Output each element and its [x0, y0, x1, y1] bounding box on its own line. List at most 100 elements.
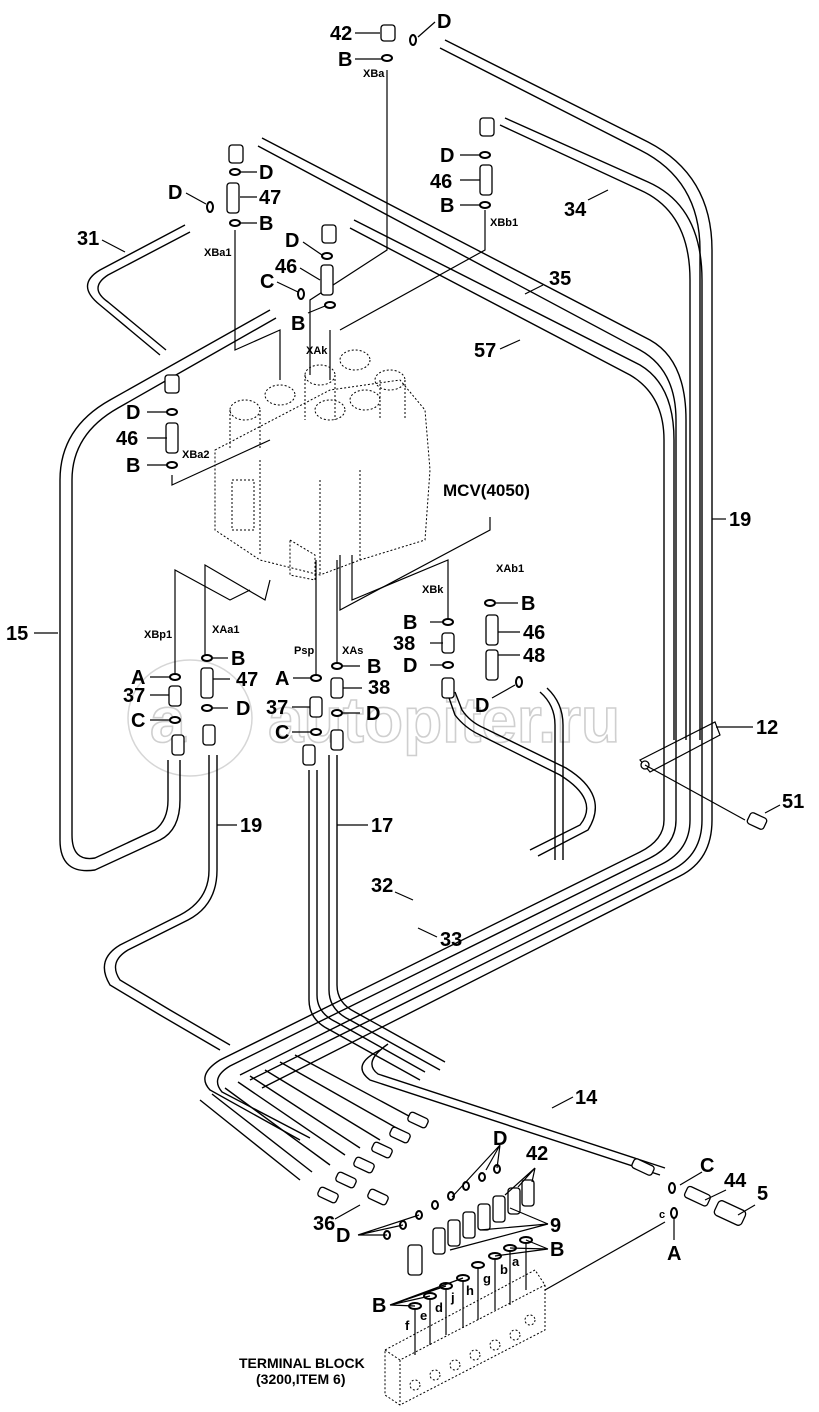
callout-B: B — [521, 593, 535, 615]
callout-C: C — [260, 271, 274, 293]
callout-D: D — [285, 230, 299, 252]
port-XBb1: XBb1 — [490, 217, 518, 229]
fitting-37-a — [168, 685, 182, 707]
callout-D: D — [168, 182, 182, 204]
callout-C: C — [131, 710, 145, 732]
callout-48: 48 — [523, 645, 545, 667]
port-XAa1: XAa1 — [212, 624, 240, 636]
fitting-46-c — [165, 422, 179, 454]
fittings — [164, 24, 768, 1355]
callout-B: B — [259, 213, 273, 235]
clamp-12 — [639, 721, 721, 773]
callout-D: D — [440, 145, 454, 167]
port-c: c — [659, 1209, 665, 1221]
hose-32 — [447, 694, 588, 851]
callout-A: A — [131, 667, 145, 689]
callout-B: B — [372, 1295, 386, 1317]
fitting-46-d — [485, 614, 499, 646]
fitting-42-top — [380, 24, 396, 42]
callout-leaders — [34, 21, 781, 1307]
callout-46: 46 — [523, 622, 545, 644]
port-letter-e: e — [420, 1308, 427, 1323]
callout-44: 44 — [724, 1170, 747, 1192]
callout-33: 33 — [440, 929, 462, 951]
callout-37: 37 — [123, 685, 145, 707]
terminal-block: a b g h j d e f — [384, 1221, 666, 1406]
callout-D: D — [475, 695, 489, 717]
port-XBp1: XBp1 — [144, 629, 172, 641]
callout-D: D — [126, 402, 140, 424]
callout-A: A — [275, 668, 289, 690]
bolt-51 — [746, 812, 768, 830]
port-XBk: XBk — [422, 584, 444, 596]
fitting-47-a — [226, 182, 240, 214]
callout-C: C — [700, 1155, 714, 1177]
port-leaders — [171, 70, 491, 680]
callout-32: 32 — [371, 875, 393, 897]
hose-34-a — [439, 47, 701, 740]
hose-17 — [328, 755, 441, 1071]
port-XBa1: XBa1 — [204, 247, 232, 259]
port-XAk: XAk — [306, 345, 328, 357]
hose-31 — [86, 224, 186, 356]
callout-35: 35 — [549, 268, 571, 290]
port-letter-h: h — [466, 1283, 474, 1298]
callout-57: 57 — [474, 340, 496, 362]
fitting-38-b — [330, 677, 344, 699]
fitting-44 — [683, 1185, 711, 1207]
oring-b-top — [381, 54, 393, 62]
callout-14: 14 — [575, 1087, 598, 1109]
callout-D: D — [493, 1128, 507, 1150]
callout-42: 42 — [526, 1143, 548, 1165]
port-XAs: XAs — [342, 645, 363, 657]
port-XAb1: XAb1 — [496, 563, 524, 575]
callout-46: 46 — [116, 428, 138, 450]
callout-12: 12 — [756, 717, 778, 739]
port-letter-b: b — [500, 1262, 508, 1277]
callout-9: 9 — [550, 1215, 561, 1237]
callout-B: B — [231, 648, 245, 670]
terminal-block-label-2: (3200,ITEM 6) — [256, 1371, 345, 1387]
callout-19-left: 19 — [240, 815, 262, 837]
callout-B: B — [126, 455, 140, 477]
callout-B: B — [550, 1239, 564, 1261]
hose-19-left — [103, 755, 221, 1051]
callout-C: C — [275, 722, 289, 744]
callout-17: 17 — [371, 815, 393, 837]
callout-38: 38 — [393, 633, 415, 655]
callout-B: B — [403, 612, 417, 634]
callout-38: 38 — [368, 677, 390, 699]
callout-D: D — [403, 655, 417, 677]
callout-46: 46 — [275, 256, 297, 278]
port-XBa: XBa — [363, 68, 385, 80]
callout-D: D — [236, 698, 250, 720]
sensor-5 — [713, 1200, 747, 1226]
hose-34-b — [444, 39, 713, 740]
callout-D: D — [366, 703, 380, 725]
callout-37: 37 — [266, 697, 288, 719]
fitting-38-a — [441, 632, 455, 654]
fitting-47-b — [200, 667, 214, 699]
callout-42-top: 42 — [330, 23, 352, 45]
callout-B: B — [291, 313, 305, 335]
fitting-37-b — [309, 696, 323, 718]
callout-B: B — [367, 656, 381, 678]
port-letter-f: f — [405, 1318, 410, 1333]
port-letter-j: j — [450, 1290, 455, 1305]
port-XBa2: XBa2 — [182, 449, 210, 461]
callout-51: 51 — [782, 791, 804, 813]
fitting-48 — [485, 649, 499, 681]
port-letter-a: a — [512, 1254, 520, 1269]
callout-A: A — [667, 1243, 681, 1265]
callout-5: 5 — [757, 1183, 768, 1205]
hose-35 — [257, 145, 677, 740]
callout-46: 46 — [430, 171, 452, 193]
port-Psp: Psp — [294, 645, 314, 657]
fitting-46-a — [320, 264, 334, 296]
port-letter-d: d — [435, 1300, 443, 1315]
hose-57 — [349, 227, 665, 740]
hose-14 — [361, 1049, 661, 1176]
mcv-title: MCV(4050) — [443, 481, 530, 500]
callout-31: 31 — [77, 228, 99, 250]
labels: MCV(4050) TERMINAL BLOCK (3200,ITEM 6) X… — [6, 11, 804, 1387]
